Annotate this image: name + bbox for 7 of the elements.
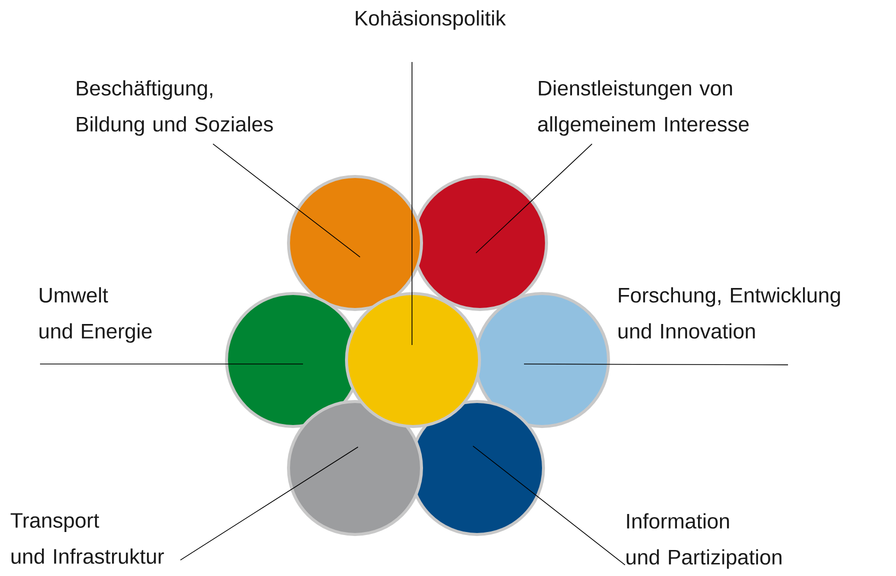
label-text: Beschäftigung, Bildung und Soziales — [76, 80, 273, 136]
label-text: Dienstleistungen von allgemeinem Interesse — [538, 80, 749, 136]
label-text: Umwelt und Energie — [40, 287, 152, 343]
label-text: Information und Partizipation — [626, 513, 782, 569]
label-text: Transport und Infrastruktur — [10, 513, 164, 564]
label-text: Forschung, Entwicklung und Innovation — [618, 287, 840, 339]
label-text: Kohäsionspolitik — [356, 10, 506, 30]
